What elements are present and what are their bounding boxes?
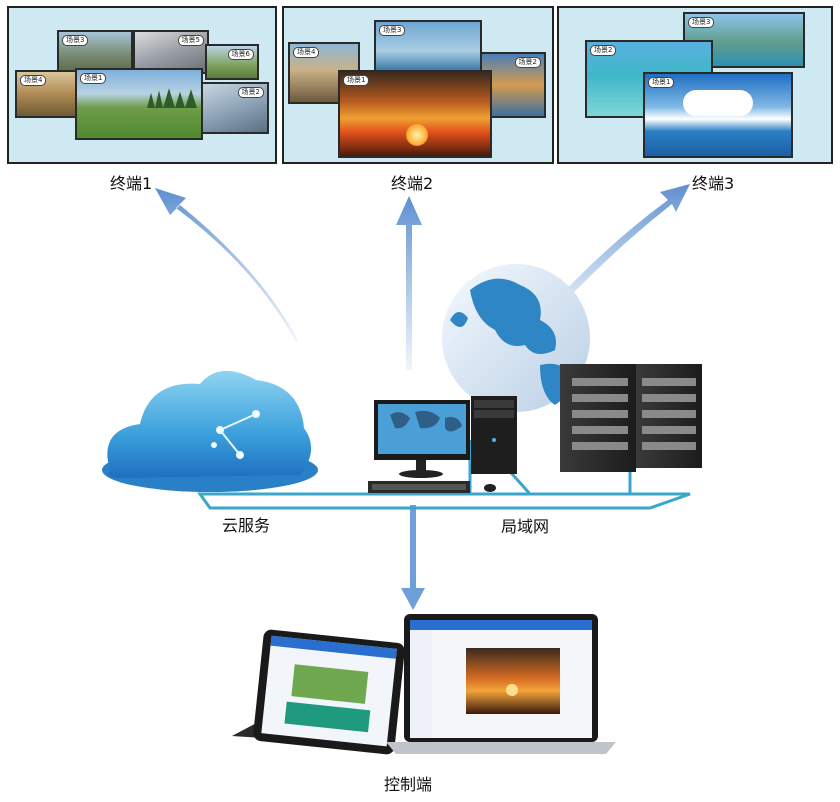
terminal-2-label: 终端2 (391, 174, 434, 193)
scene-label: 场景4 (20, 75, 47, 86)
tower-pc-icon (471, 396, 517, 474)
lan-label: 局域网 (501, 517, 550, 536)
arrow-to-terminal-1 (155, 188, 298, 342)
scene-label: 场景5 (177, 35, 204, 46)
scene-label: 场景4 (293, 47, 320, 58)
terminal-3-screen: 场景3 场景2 场景1 (557, 6, 833, 164)
cloud-service-label: 云服务 (222, 516, 271, 535)
scene-label: 场景6 (227, 49, 254, 60)
sun-shape (406, 124, 428, 146)
scene-thumbnail: 场景1 (75, 68, 203, 140)
scene-thumbnail: 场景1 (338, 70, 492, 158)
terminal-1-screen: 场景3 场景5 场景6 场景4 场景1 场景2 (7, 6, 277, 164)
keyboard-icon (368, 481, 470, 493)
terminal-2-screen: 场景3 场景4 场景2 场景1 (282, 6, 554, 164)
scene-thumbnail: 场景3 (683, 12, 805, 68)
scene-label: 场景3 (379, 25, 406, 36)
tablet-icon (232, 629, 405, 755)
arrow-to-terminal-3 (540, 184, 690, 322)
terminal-3-label: 终端3 (692, 174, 735, 193)
scene-label: 场景1 (80, 73, 107, 84)
control-terminal-label: 控制端 (384, 775, 433, 794)
monitor-icon (374, 400, 470, 478)
scene-label: 场景3 (688, 17, 715, 28)
mouse-icon (484, 484, 496, 492)
scene-label: 场景1 (343, 75, 370, 86)
cloud-icon (102, 370, 318, 492)
server-rack-icon (560, 364, 702, 472)
scene-thumbnail: 场景5 (133, 30, 209, 74)
scene-label: 场景3 (62, 35, 89, 46)
terminal-1-label: 终端1 (110, 174, 153, 193)
arrow-to-terminal-2 (396, 196, 422, 370)
scene-label: 场景2 (514, 57, 541, 68)
scene-thumbnail: 场景6 (205, 44, 259, 80)
scene-label: 场景2 (237, 87, 264, 98)
scene-label: 场景1 (648, 77, 675, 88)
arrow-to-control (401, 505, 425, 610)
laptop-icon (386, 614, 616, 754)
cloud-shape (683, 90, 753, 116)
globe-icon (442, 264, 590, 412)
scene-thumbnail: 场景4 (15, 70, 81, 118)
scene-thumbnail: 场景1 (643, 72, 793, 158)
scene-label: 场景2 (590, 45, 617, 56)
scene-thumbnail: 场景3 (57, 30, 133, 72)
scene-thumbnail: 场景2 (201, 82, 269, 134)
